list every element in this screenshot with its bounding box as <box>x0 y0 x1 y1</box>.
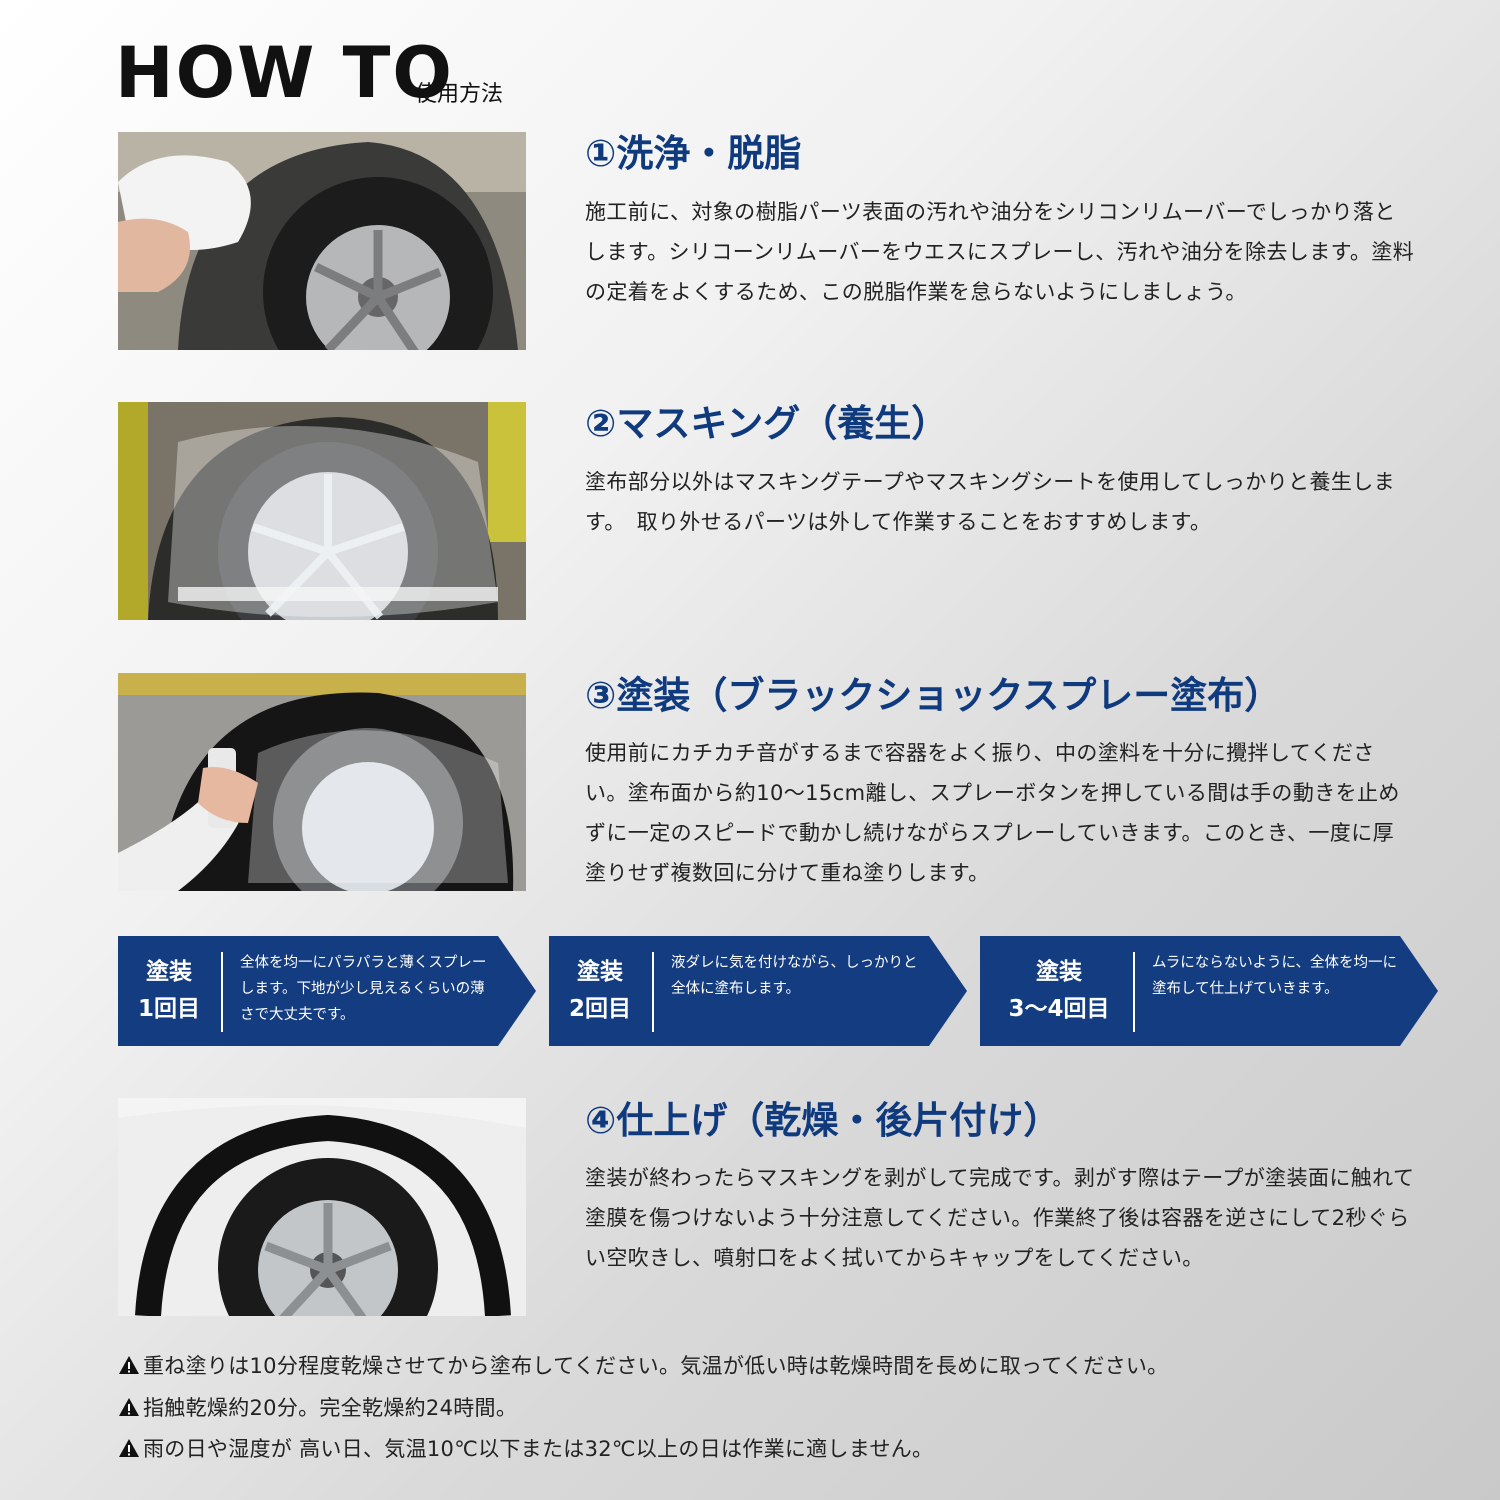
step1-title: ①洗浄・脱脂 <box>585 132 802 175</box>
coat-step-3-desc: ムラにならないように、全体を均一に塗布して仕上げていきます。 <box>1152 955 1398 997</box>
coat-step-1-divider <box>221 952 223 1032</box>
step1-photo <box>118 132 526 350</box>
note-1: 重ね塗りは10分程度乾燥させてから塗布してください。気温が低い時は乾燥時間を長め… <box>118 1350 1168 1380</box>
step2-body: 塗布部分以外はマスキングテープやマスキングシートを使用してしっかりと養生します。… <box>585 470 1396 534</box>
step4-photo <box>118 1098 526 1316</box>
tire-spraying-photo <box>118 673 526 891</box>
page-subtitle: 使用方法 <box>415 82 504 107</box>
step2-photo <box>118 402 526 620</box>
coat-step-2-divider <box>652 952 654 1032</box>
step4-title: ④仕上げ（乾燥・後片付け） <box>585 1099 1061 1142</box>
note-3-text: 雨の日や湿度が 高い日、気温10℃以下または32℃以上の日は作業に適しません。 <box>143 1437 934 1461</box>
note-3: 雨の日や湿度が 高い日、気温10℃以下または32℃以上の日は作業に適しません。 <box>118 1433 933 1463</box>
note-2: 指触乾燥約20分。完全乾燥約24時間。 <box>118 1392 517 1422</box>
step3-photo <box>118 673 526 891</box>
warning-icon <box>119 1439 139 1457</box>
warning-icon <box>119 1356 139 1374</box>
tire-cleaning-photo <box>118 132 526 350</box>
coat-step-2-desc: 液ダレに気を付けながら、しっかりと全体に塗布します。 <box>671 955 918 997</box>
note-2-text: 指触乾燥約20分。完全乾燥約24時間。 <box>143 1396 518 1420</box>
tire-masking-photo <box>118 402 526 620</box>
warning-icon <box>119 1398 139 1416</box>
coat-step-1-desc: 全体を均一にパラパラと薄くスプレーします。下地が少し見えるくらいの薄さで大丈夫で… <box>240 955 487 1023</box>
arrow-band-icon <box>980 936 1438 1046</box>
step3-body: 使用前にカチカチ音がするまで容器をよく振り、中の塗料を十分に攪拌してください。塗… <box>585 741 1400 885</box>
step1-body: 施工前に、対象の樹脂パーツ表面の汚れや油分をシリコンリムーバーでしっかり落としま… <box>585 200 1415 304</box>
page-title: HOW TO <box>115 32 454 114</box>
step4-body: 塗装が終わったらマスキングを剥がして完成です。剥がす際はテープが塗装面に触れて塗… <box>585 1166 1415 1270</box>
step2-title: ②マスキング（養生） <box>585 402 949 445</box>
tire-finished-photo <box>118 1098 526 1316</box>
note-1-text: 重ね塗りは10分程度乾燥させてから塗布してください。気温が低い時は乾燥時間を長め… <box>143 1354 1169 1378</box>
step3-title: ③塗装（ブラックショックスプレー塗布） <box>585 674 1282 717</box>
coat-step-3-divider <box>1133 952 1135 1032</box>
